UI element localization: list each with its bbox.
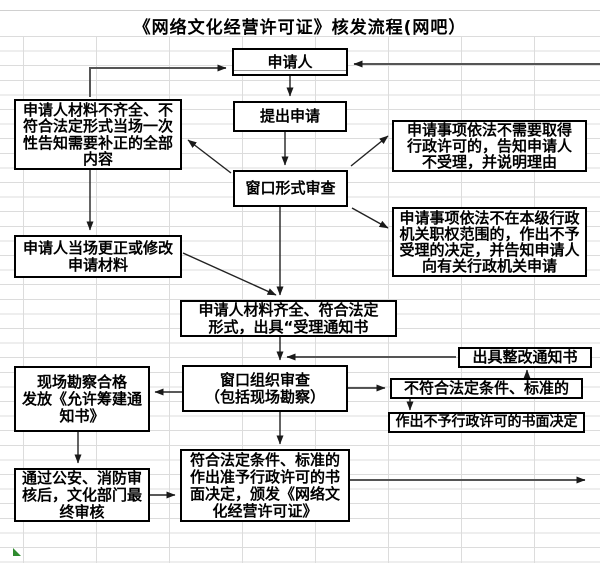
node-onsite-correction: 申请人当场更正或修改 申请材料 — [14, 235, 182, 278]
arrow-window-review-to-jurisdiction — [351, 207, 389, 229]
node-rectification-notice: 出具整改通知书 — [458, 347, 592, 368]
node-submit-application: 提出申请 — [233, 101, 347, 132]
title-row-divider — [0, 10, 600, 11]
node-site-inspection-pass: 现场勘察合格 发放《允许筹建通 知书》 — [14, 366, 150, 432]
node-materials-complete: 申请人材料齐全、符合法定 形式，出具“受理通知书 — [180, 300, 397, 337]
arrow-correct-to-materials-complete — [182, 252, 277, 296]
node-approval-issue-license: 符合法定条件、标准的 作出准予行政许可的书 面决定，颁发《网络文 化经营许可证》 — [180, 449, 350, 522]
page-title: 《网络文化经营许可证》核发流程(网吧） — [133, 18, 467, 38]
node-applicant: 申请人 — [232, 48, 348, 76]
applicant-cell-gridline — [234, 70, 346, 71]
node-final-review: 通过公安、消防审 核后，文化部门最 终审核 — [14, 468, 150, 522]
node-outside-jurisdiction: 申请事项依法不在本级行政 机关职权范围的，作出不予 受理的决定，并告知申请人 向… — [392, 207, 587, 277]
arrow-incomplete-to-applicant — [89, 64, 227, 97]
node-not-meet-standards: 不符合法定条件、标准的 — [390, 378, 583, 399]
node-materials-incomplete: 申请人材料不齐全、不 符合法定形式当场一次 性告知需要补正的全部 内容 — [14, 99, 182, 170]
node-no-license-required: 申请事项依法不需要取得 行政许可的，告知申请人 不受理，并说明理由 — [392, 120, 587, 172]
arrow-window-review-to-no-permit — [350, 135, 389, 167]
node-window-format-review: 窗口形式审查 — [233, 170, 348, 207]
excel-green-corner-marker — [13, 548, 21, 556]
arrow-window-review-to-incomplete — [187, 139, 232, 174]
node-window-org-review: 窗口组织审查 （包括现场勘察） — [182, 365, 348, 412]
node-written-denial: 作出不予行政许可的书面决定 — [388, 412, 585, 433]
